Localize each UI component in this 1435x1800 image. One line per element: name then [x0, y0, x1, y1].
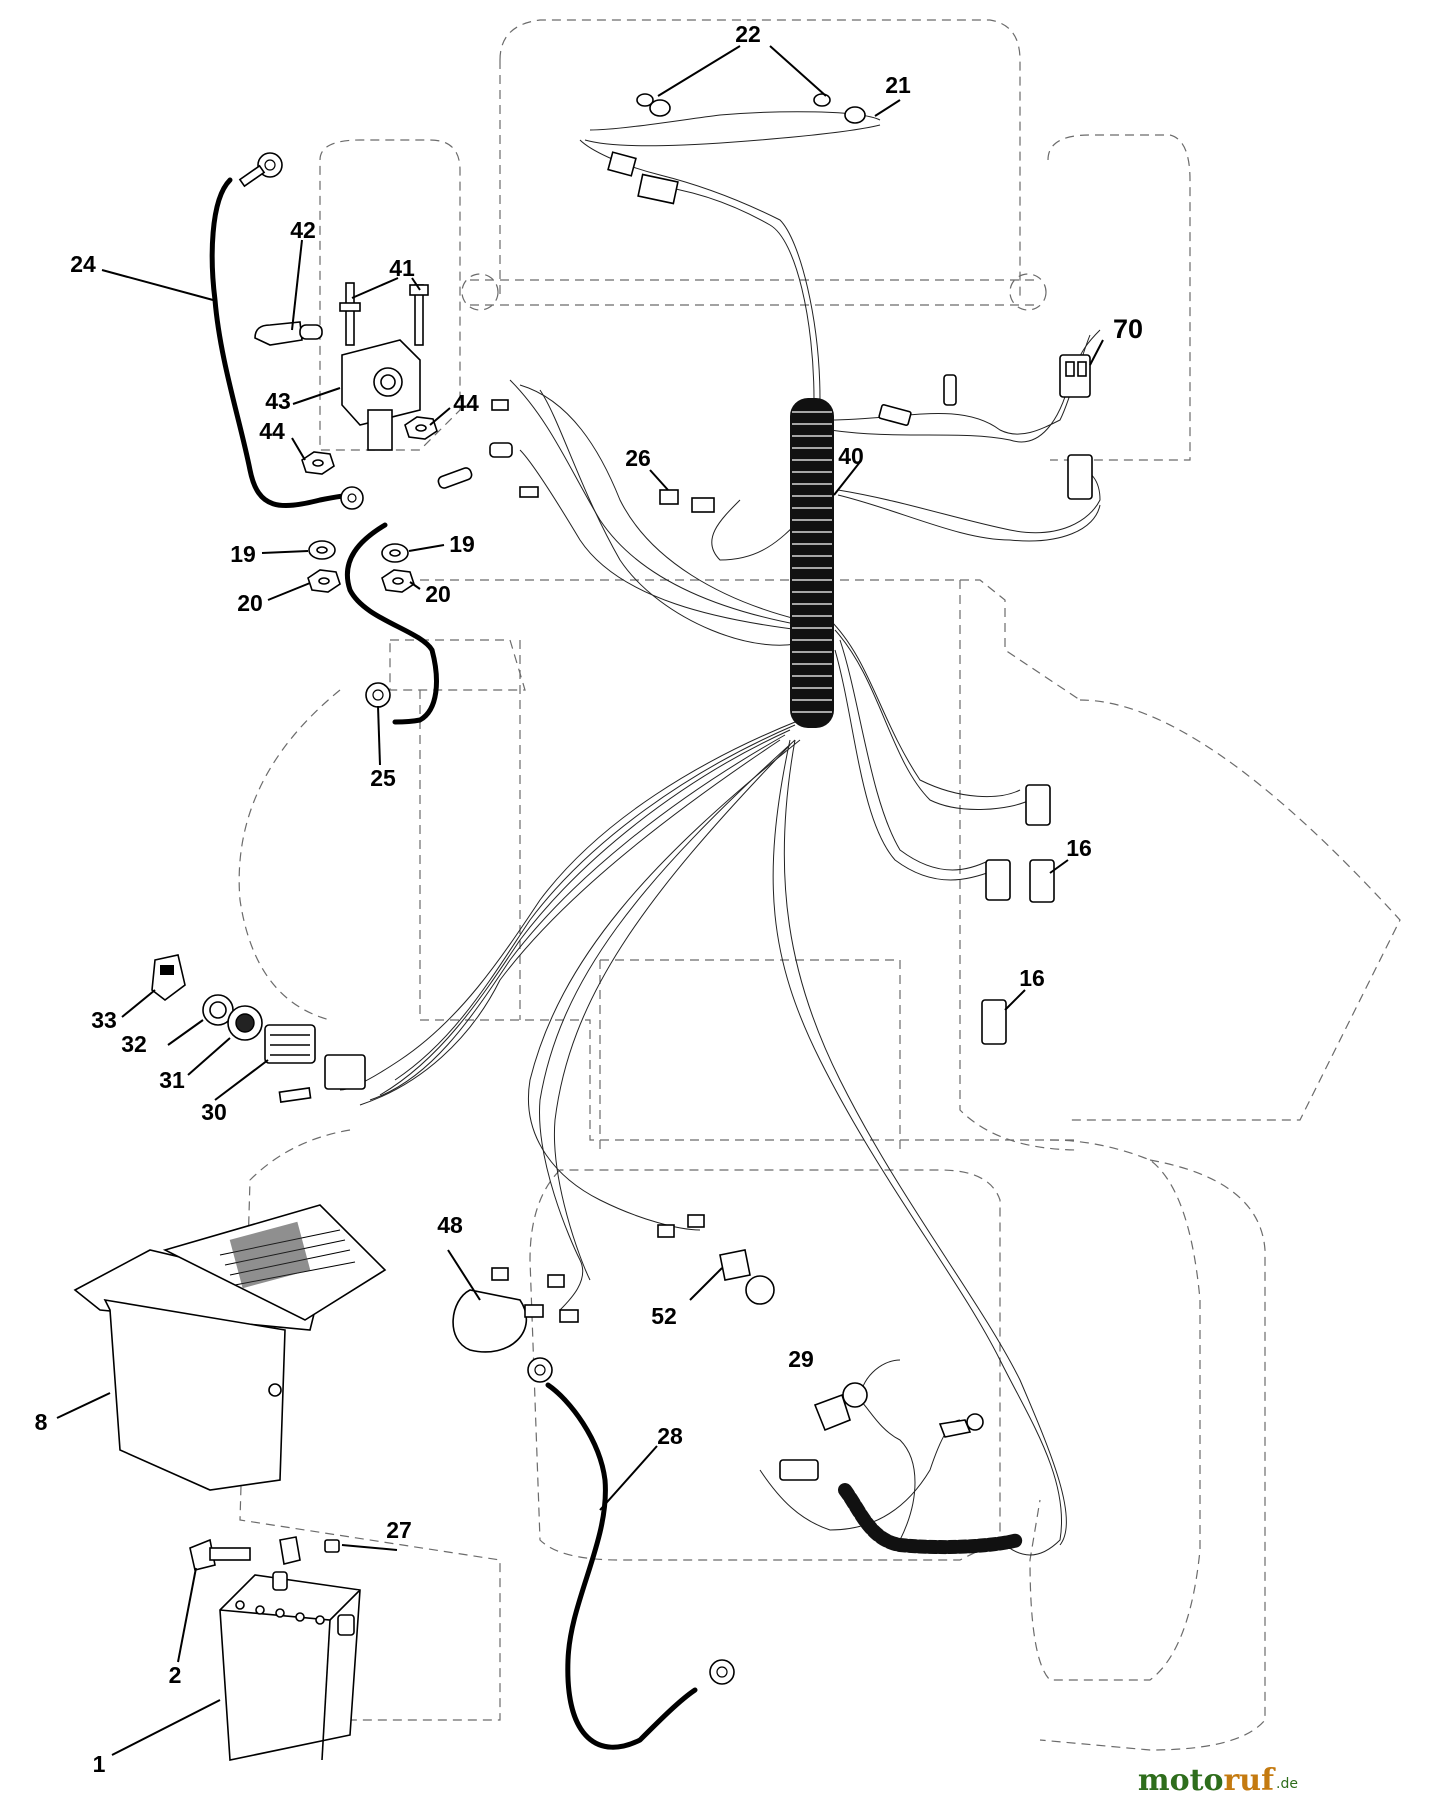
label-30: 30 — [201, 1099, 227, 1125]
label-20-right: 20 — [425, 581, 451, 607]
label-42: 42 — [290, 217, 316, 243]
label-70: 70 — [1113, 314, 1143, 344]
label-25: 25 — [370, 765, 396, 791]
ignition-switch-group — [151, 954, 366, 1103]
watermark-logo: motoruf .de — [1138, 1763, 1298, 1798]
label-8: 8 — [35, 1409, 48, 1435]
label-20-left: 20 — [237, 590, 263, 616]
label-48: 48 — [437, 1212, 463, 1238]
leader-lines — [56, 45, 1104, 1756]
battery-cables — [209, 152, 735, 1750]
label-26: 26 — [625, 445, 651, 471]
label-44-right: 44 — [453, 390, 479, 416]
label-43: 43 — [265, 388, 291, 414]
label-27: 27 — [386, 1517, 412, 1543]
washers-and-nuts — [301, 416, 438, 593]
label-16-upper: 16 — [1066, 835, 1092, 861]
solenoid-assembly — [254, 282, 429, 451]
label-2: 2 — [169, 1662, 182, 1688]
right-connectors — [878, 354, 1093, 1045]
harness-convoluted-sleeve — [790, 398, 834, 728]
label-28: 28 — [657, 1423, 683, 1449]
label-32: 32 — [121, 1031, 147, 1057]
label-40: 40 — [838, 443, 864, 469]
watermark-brand-b: ruf — [1223, 1763, 1276, 1798]
label-44-left: 44 — [259, 418, 285, 444]
watermark-suffix: .de — [1276, 1776, 1298, 1792]
label-19-left: 19 — [230, 541, 256, 567]
label-52: 52 — [651, 1303, 677, 1329]
harness-wires — [339, 111, 1101, 1556]
misc-parts — [452, 1214, 984, 1481]
label-33: 33 — [91, 1007, 117, 1033]
label-22: 22 — [735, 21, 761, 47]
label-21: 21 — [885, 72, 911, 98]
label-31: 31 — [159, 1067, 185, 1093]
coiled-cable — [838, 1483, 1025, 1555]
label-41: 41 — [389, 255, 415, 281]
tractor-outline — [238, 19, 1401, 1751]
label-19-right: 19 — [449, 531, 475, 557]
watermark-brand-a: moto — [1138, 1763, 1224, 1798]
headlight-bulbs — [607, 93, 866, 205]
label-16-lower: 16 — [1019, 965, 1045, 991]
label-29: 29 — [788, 1346, 814, 1372]
battery-tray — [73, 1204, 387, 1491]
left-terminals — [437, 399, 715, 513]
label-24: 24 — [70, 251, 96, 277]
label-1: 1 — [93, 1751, 106, 1777]
battery — [189, 1536, 361, 1761]
svg-text:motoruf: motoruf — [1138, 1763, 1276, 1798]
callout-labels: 22 21 24 42 41 43 44 44 19 19 20 20 25 2… — [35, 21, 1143, 1777]
